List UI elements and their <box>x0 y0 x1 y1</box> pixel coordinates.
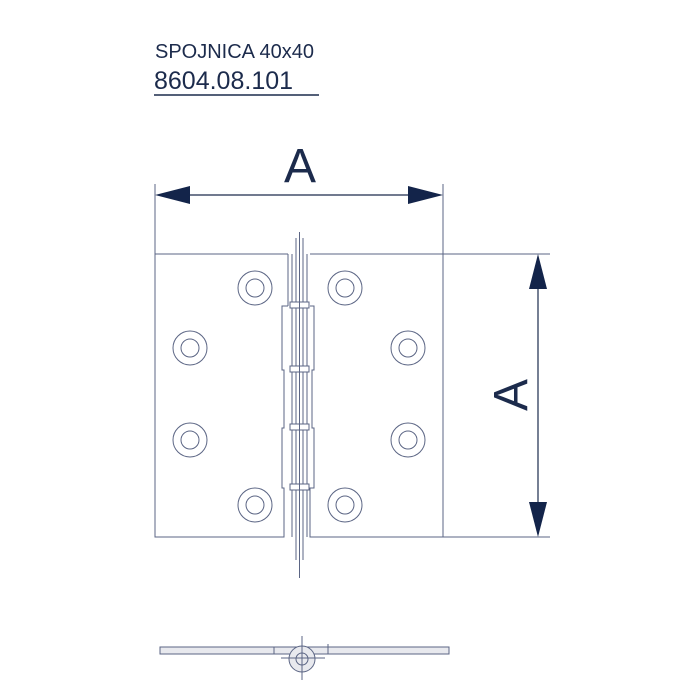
height-label: A <box>485 379 538 411</box>
screw-hole <box>237 487 273 523</box>
height-dimension: A <box>443 253 550 538</box>
part-number: 8604.08.101 <box>154 67 293 95</box>
hinge-leaves <box>154 253 444 538</box>
drawing-title: SPOJNICA 40x40 <box>155 41 314 63</box>
screw-hole <box>172 422 208 458</box>
screw-hole <box>172 330 208 366</box>
screw-holes <box>172 270 426 523</box>
width-dimension: A <box>154 140 444 254</box>
hinge-knuckle <box>289 232 310 578</box>
screw-hole <box>390 422 426 458</box>
width-label: A <box>284 140 316 193</box>
side-view <box>159 636 450 680</box>
screw-hole <box>327 487 363 523</box>
screw-hole <box>390 330 426 366</box>
screw-hole <box>237 270 273 306</box>
screw-hole <box>327 270 363 306</box>
